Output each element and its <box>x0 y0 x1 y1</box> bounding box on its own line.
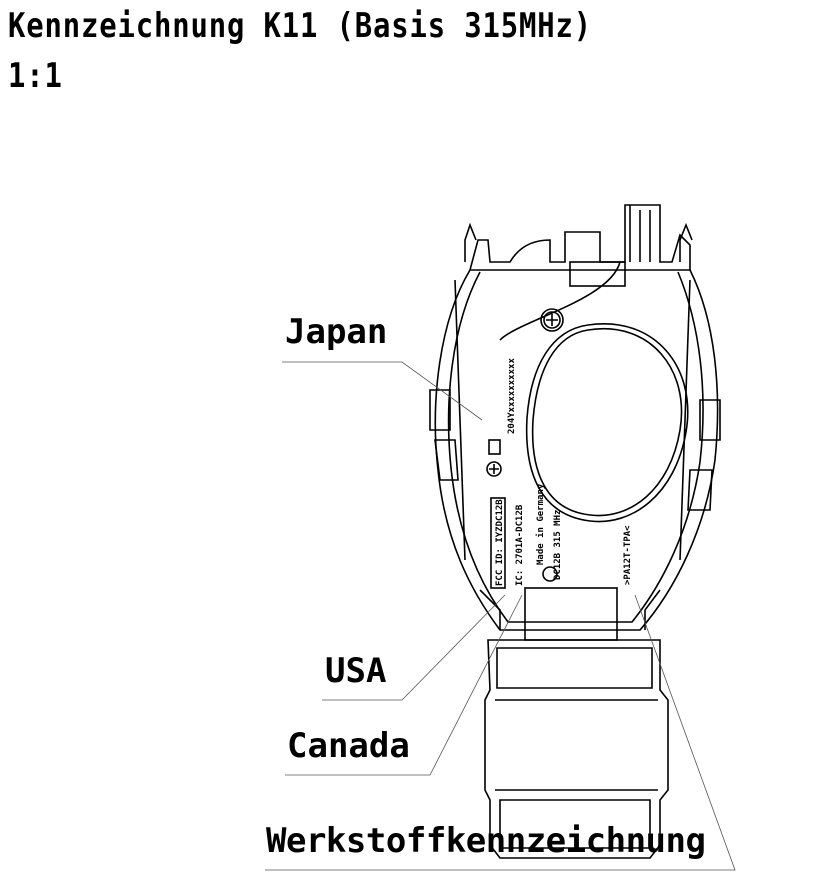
callout-japan: Japan <box>285 312 387 352</box>
callout-usa: USA <box>325 651 386 691</box>
fcc-id-text: FCC ID: IYZDC12B <box>495 499 505 586</box>
material-code-text: >PA12T-TPA< <box>623 525 633 585</box>
ic-text: IC: 2701A-DC12B <box>515 504 525 586</box>
battery-recess <box>525 323 689 523</box>
callout-material: Werkstoffkennzeichnung <box>266 821 706 861</box>
model-freq-text: DC12B 315 MHz <box>553 510 563 580</box>
screw-icon <box>540 308 564 332</box>
connector <box>484 587 669 859</box>
recycle-mark-icon <box>542 566 558 582</box>
drawing-title: Kennzeichnung K11 (Basis 315MHz) <box>8 6 592 46</box>
drawing-scale: 1:1 <box>8 56 63 96</box>
made-in-text: Made in Germany <box>535 483 546 565</box>
callout-canada: Canada <box>287 726 410 766</box>
japan-code-text: 204Yxxxxxxxxxx <box>507 358 517 434</box>
japan-mark-icon <box>486 439 502 477</box>
fcc-id-box <box>490 497 506 589</box>
fob-body <box>429 204 721 631</box>
